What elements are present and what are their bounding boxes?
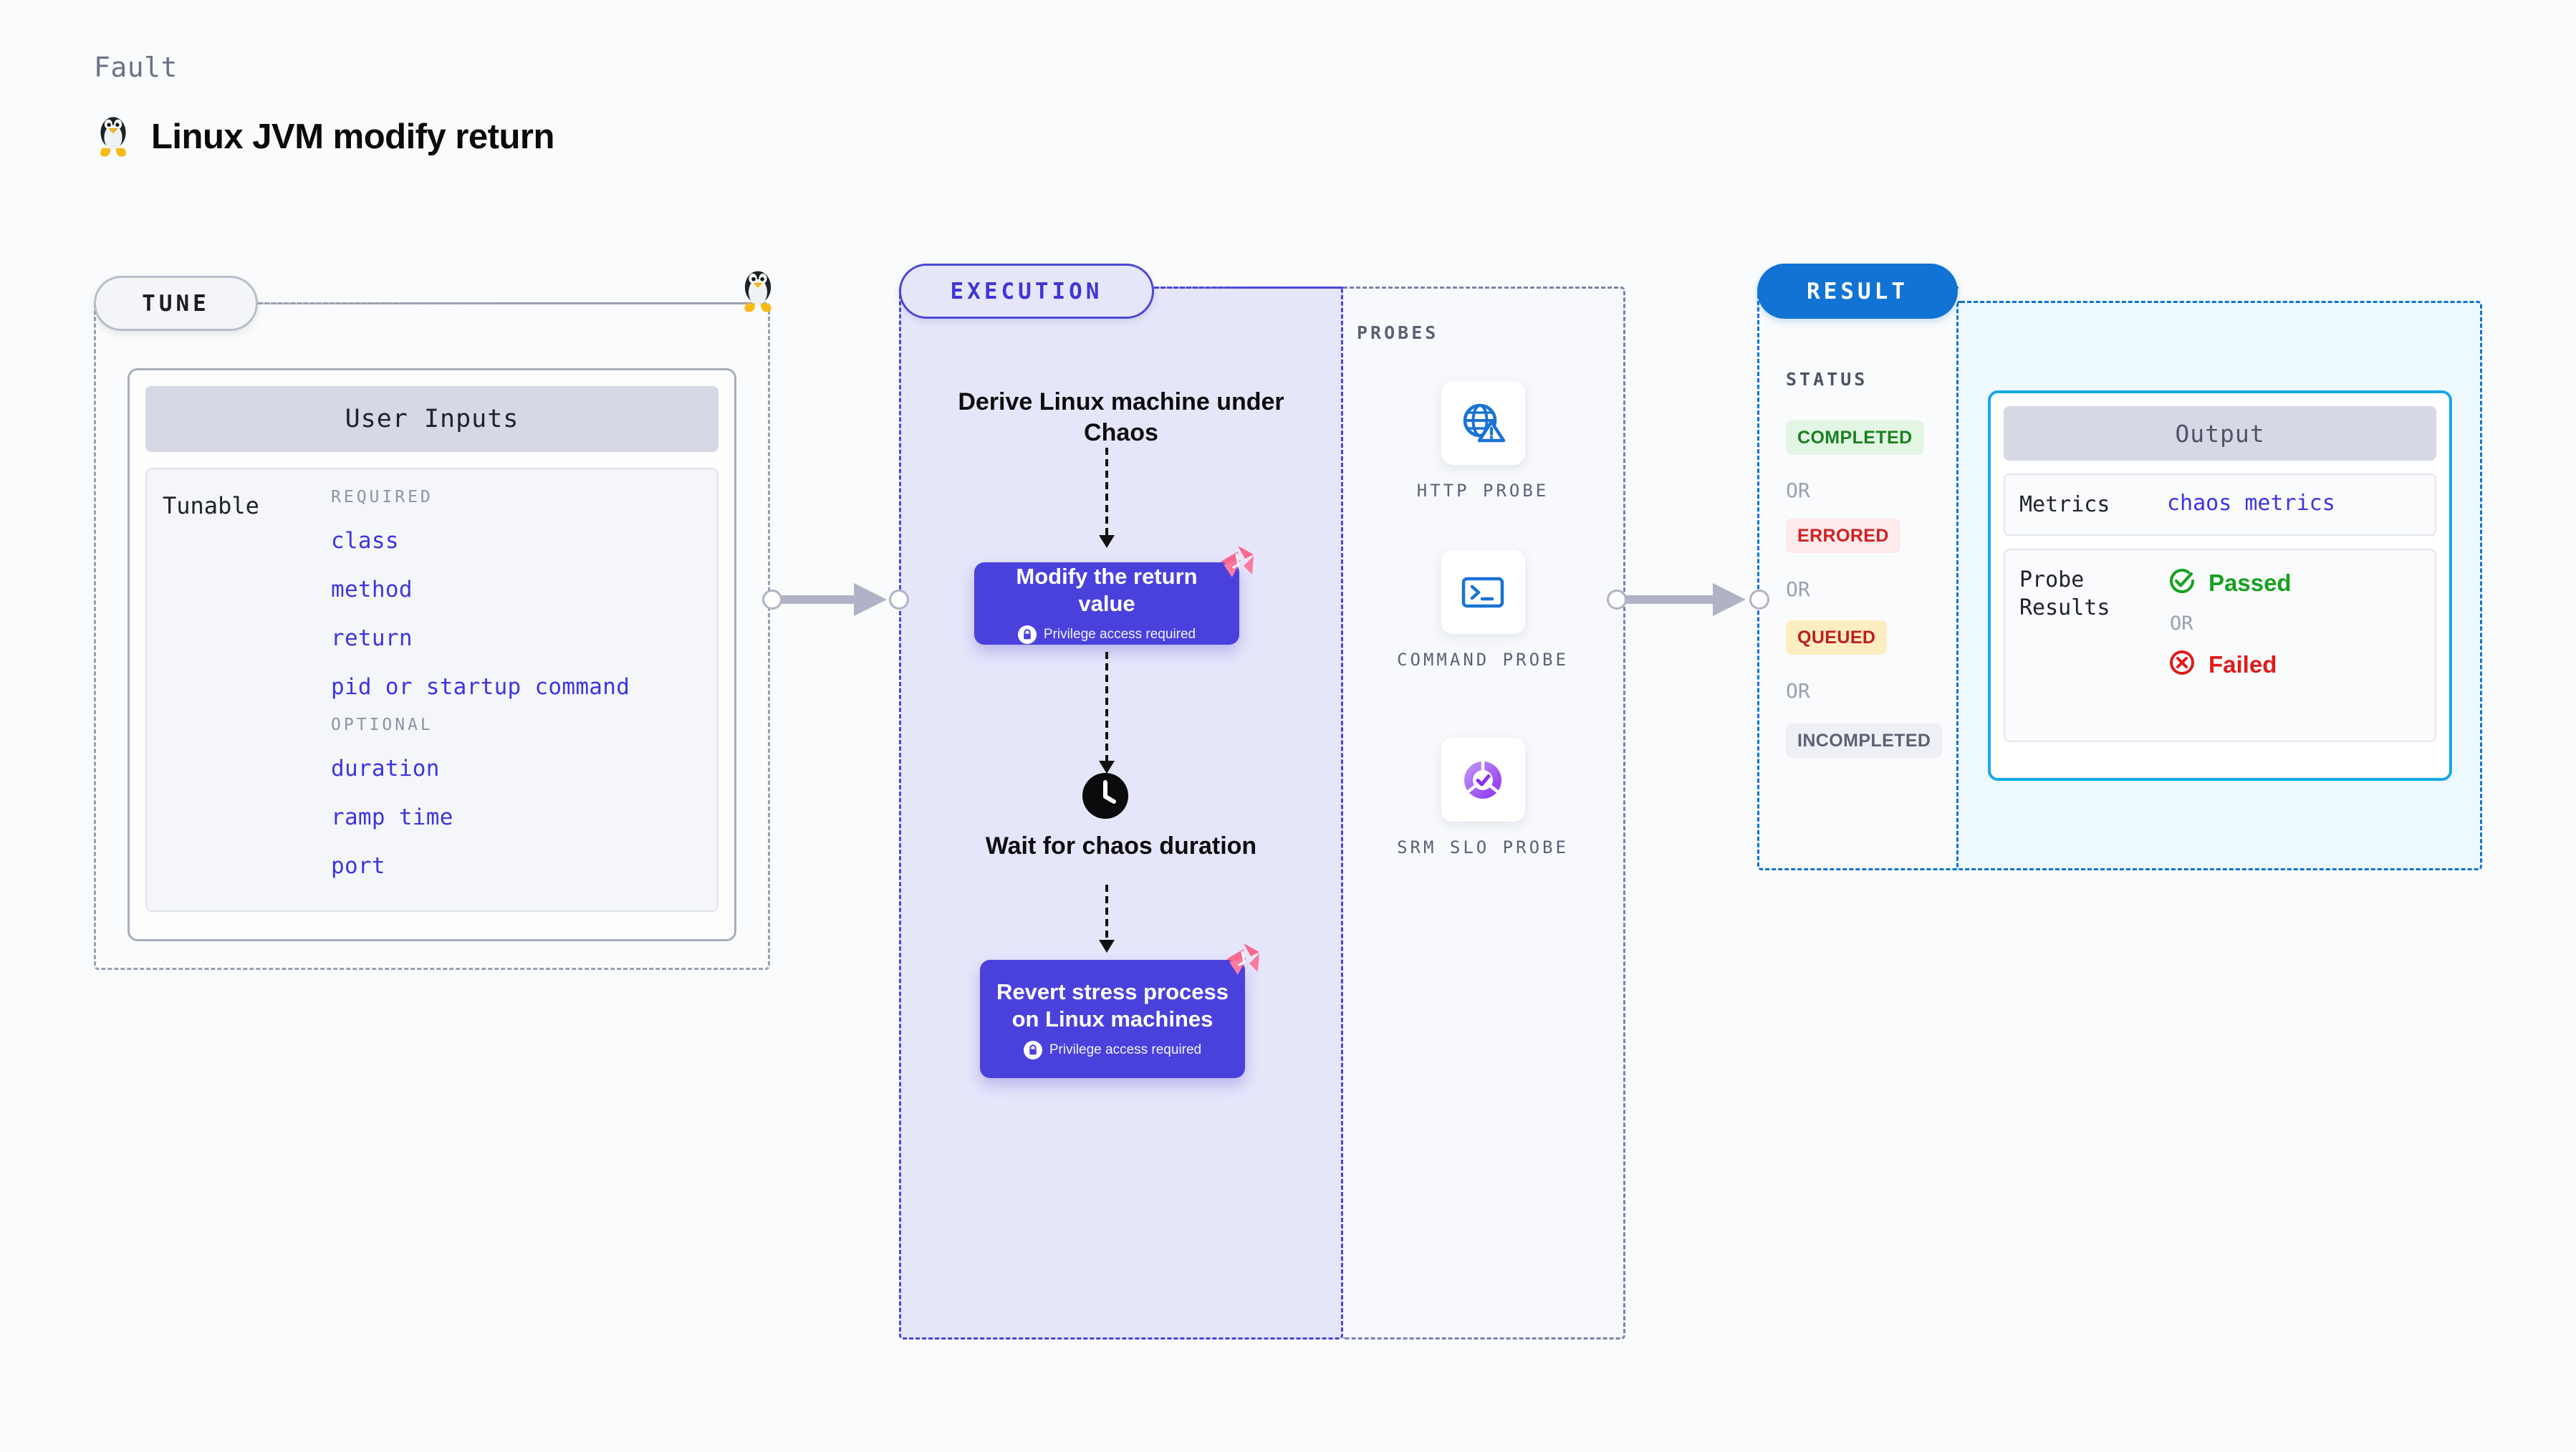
- globe-warning-icon: [1441, 381, 1525, 465]
- probe-label-http: HTTP PROBE: [1416, 481, 1549, 501]
- status-or-2: OR: [1786, 577, 1810, 601]
- result-header-line: [1958, 301, 1961, 303]
- lock-icon: [1017, 625, 1037, 644]
- privilege-row-modify: Privilege access required: [1017, 625, 1196, 644]
- execution-box-modify-return[interactable]: Modify the return value Privilege access…: [974, 562, 1239, 645]
- linux-tux-icon: [94, 115, 133, 159]
- probe-result-passed: Passed: [2167, 566, 2292, 600]
- fault-title-row: Linux JVM modify return: [94, 115, 554, 159]
- fault-kicker-label: Fault: [94, 52, 178, 83]
- probe-result-or: OR: [2170, 612, 2193, 635]
- user-inputs-card: User Inputs Tunable REQUIRED class metho…: [128, 368, 736, 941]
- chaos-mesh-icon: [1222, 941, 1262, 981]
- check-circle-icon: [2167, 566, 2197, 600]
- chaos-mesh-icon: [1216, 543, 1256, 583]
- probe-label-srm-slo: SRM SLO PROBE: [1397, 837, 1569, 857]
- output-card: Output Metrics chaos metrics Probe Resul…: [1988, 390, 2452, 781]
- execution-panel: [899, 287, 1343, 1340]
- probe-item-srm-slo[interactable]: SRM SLO PROBE: [1390, 738, 1576, 859]
- execution-step-derive: Derive Linux machine under Chaos: [958, 388, 1284, 446]
- status-badge-incompleted: INCOMPLETED: [1786, 723, 1943, 758]
- output-row-metrics: Metrics chaos metrics: [2004, 473, 2436, 536]
- output-title: Output: [2004, 406, 2436, 461]
- probe-item-http[interactable]: HTTP PROBE: [1390, 381, 1576, 502]
- execution-header-line: [1154, 287, 1343, 289]
- tunable-item-return[interactable]: return: [331, 625, 413, 651]
- lock-icon: [1023, 1040, 1042, 1059]
- probe-result-passed-label: Passed: [2209, 569, 2292, 596]
- flow-arrow-2: [1099, 652, 1115, 774]
- linux-tux-icon-connector: [738, 269, 778, 318]
- tunable-groups: REQUIRED class method return pid or star…: [331, 488, 630, 892]
- x-circle-icon: [2167, 648, 2197, 681]
- terminal-icon: [1441, 550, 1525, 634]
- execution-box-revert-title: Revert stress process on Linux machines: [996, 979, 1229, 1032]
- flow-arrow-3: [1099, 885, 1115, 953]
- probe-result-failed: Failed: [2167, 648, 2292, 681]
- tunable-group-title-required: REQUIRED: [331, 488, 433, 506]
- privilege-label-modify: Privilege access required: [1043, 626, 1196, 642]
- execution-box-revert-stress[interactable]: Revert stress process on Linux machines …: [980, 960, 1245, 1078]
- flow-arrow-1: [1099, 448, 1115, 548]
- output-row-probe-results: Probe Results Passed OR: [2004, 549, 2436, 742]
- stage-badge-tune[interactable]: TUNE: [94, 276, 258, 331]
- status-or-1: OR: [1786, 479, 1810, 502]
- tunable-item-method[interactable]: method: [331, 577, 413, 602]
- result-status-panel: [1757, 287, 1959, 870]
- status-badge-queued: QUEUED: [1786, 620, 1888, 655]
- tunable-item-pid-or-startup-command[interactable]: pid or startup command: [331, 674, 630, 700]
- tune-header-line: [258, 302, 763, 304]
- tunable-item-port[interactable]: port: [331, 853, 385, 879]
- probe-results-values: Passed OR Failed: [2167, 566, 2292, 681]
- tunable-item-class[interactable]: class: [331, 528, 399, 554]
- metrics-label: Metrics: [2019, 492, 2110, 517]
- metrics-value[interactable]: chaos metrics: [2167, 491, 2335, 516]
- status-title: STATUS: [1786, 369, 1868, 390]
- tunable-label: Tunable: [163, 492, 259, 519]
- privilege-row-revert: Privilege access required: [1023, 1040, 1202, 1059]
- privilege-label-revert: Privilege access required: [1049, 1042, 1202, 1057]
- probe-label-command: COMMAND PROBE: [1397, 650, 1569, 670]
- stage-badge-result[interactable]: RESULT: [1757, 264, 1958, 319]
- probe-result-failed-label: Failed: [2209, 650, 2277, 678]
- status-or-3: OR: [1786, 679, 1810, 703]
- user-inputs-title: User Inputs: [145, 386, 719, 452]
- status-badge-completed: COMPLETED: [1786, 420, 1924, 455]
- status-badge-errored: ERRORED: [1786, 519, 1900, 553]
- slo-donut-check-icon: [1441, 738, 1525, 822]
- tunable-item-duration[interactable]: duration: [331, 756, 440, 782]
- tunable-box: Tunable REQUIRED class method return pid…: [145, 468, 719, 912]
- connector-tune-to-execution: [762, 583, 916, 616]
- execution-box-modify-title: Modify the return value: [1016, 564, 1198, 616]
- stage-badge-execution[interactable]: EXECUTION: [899, 264, 1154, 319]
- probes-title: PROBES: [1357, 322, 1439, 343]
- tunable-group-title-optional: OPTIONAL: [331, 716, 433, 734]
- probe-results-label: Probe Results: [2019, 567, 2110, 620]
- connector-probes-to-result: [1607, 583, 1777, 616]
- page-title: Linux JVM modify return: [151, 117, 554, 156]
- execution-step-wait: Wait for chaos duration: [985, 832, 1257, 860]
- tunable-item-ramp-time[interactable]: ramp time: [331, 804, 453, 830]
- probe-item-command[interactable]: COMMAND PROBE: [1390, 550, 1576, 671]
- clock-icon: [1081, 771, 1130, 820]
